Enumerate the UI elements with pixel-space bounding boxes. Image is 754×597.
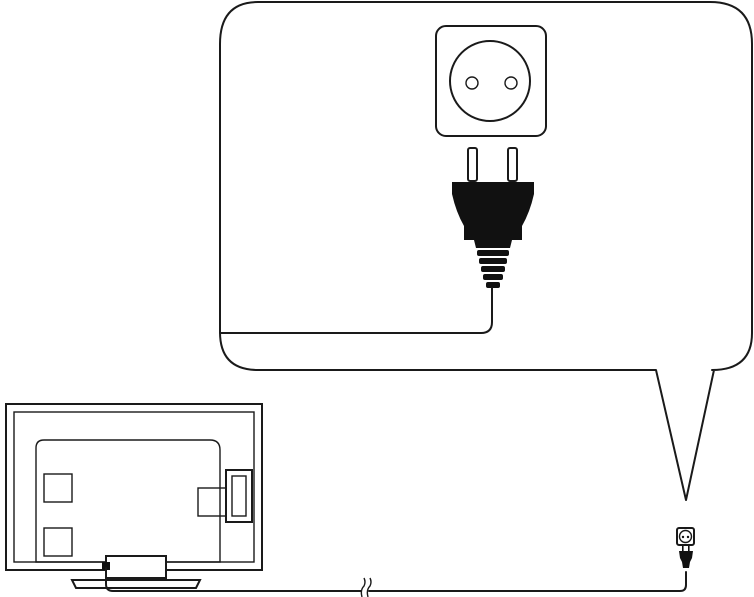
cord-break-mark [360,577,366,597]
outlet-face [449,40,531,122]
wall-outlet-large [435,25,547,137]
callout-cable [219,287,493,334]
small-outlet-face [678,529,693,544]
outlet-hole-right [504,76,518,90]
plug-head [452,182,534,248]
tv-back-view [5,403,263,589]
power-cord [105,567,687,597]
tv-vesa-pad-top-left [43,473,73,503]
tv-power-port [102,562,110,570]
outlet-hole-left [465,76,479,90]
power-cord-line [105,567,362,592]
tv-stand-neck [105,555,167,579]
small-plug-head [679,551,693,568]
plug-prong-left [467,147,478,182]
callout-bubble-outline [219,1,753,501]
tv-side-connector-panel [225,469,253,523]
tv-stand-base [70,579,202,589]
plug-small [679,546,693,568]
zoom-callout [219,1,753,501]
wall-outlet-small [676,527,695,546]
tv-back-panel [35,439,221,563]
tv-side-connector-inset [231,475,247,517]
tv-vesa-pad-bottom-left [43,527,73,557]
plug-large [219,147,534,334]
plug-prong-right [507,147,518,182]
